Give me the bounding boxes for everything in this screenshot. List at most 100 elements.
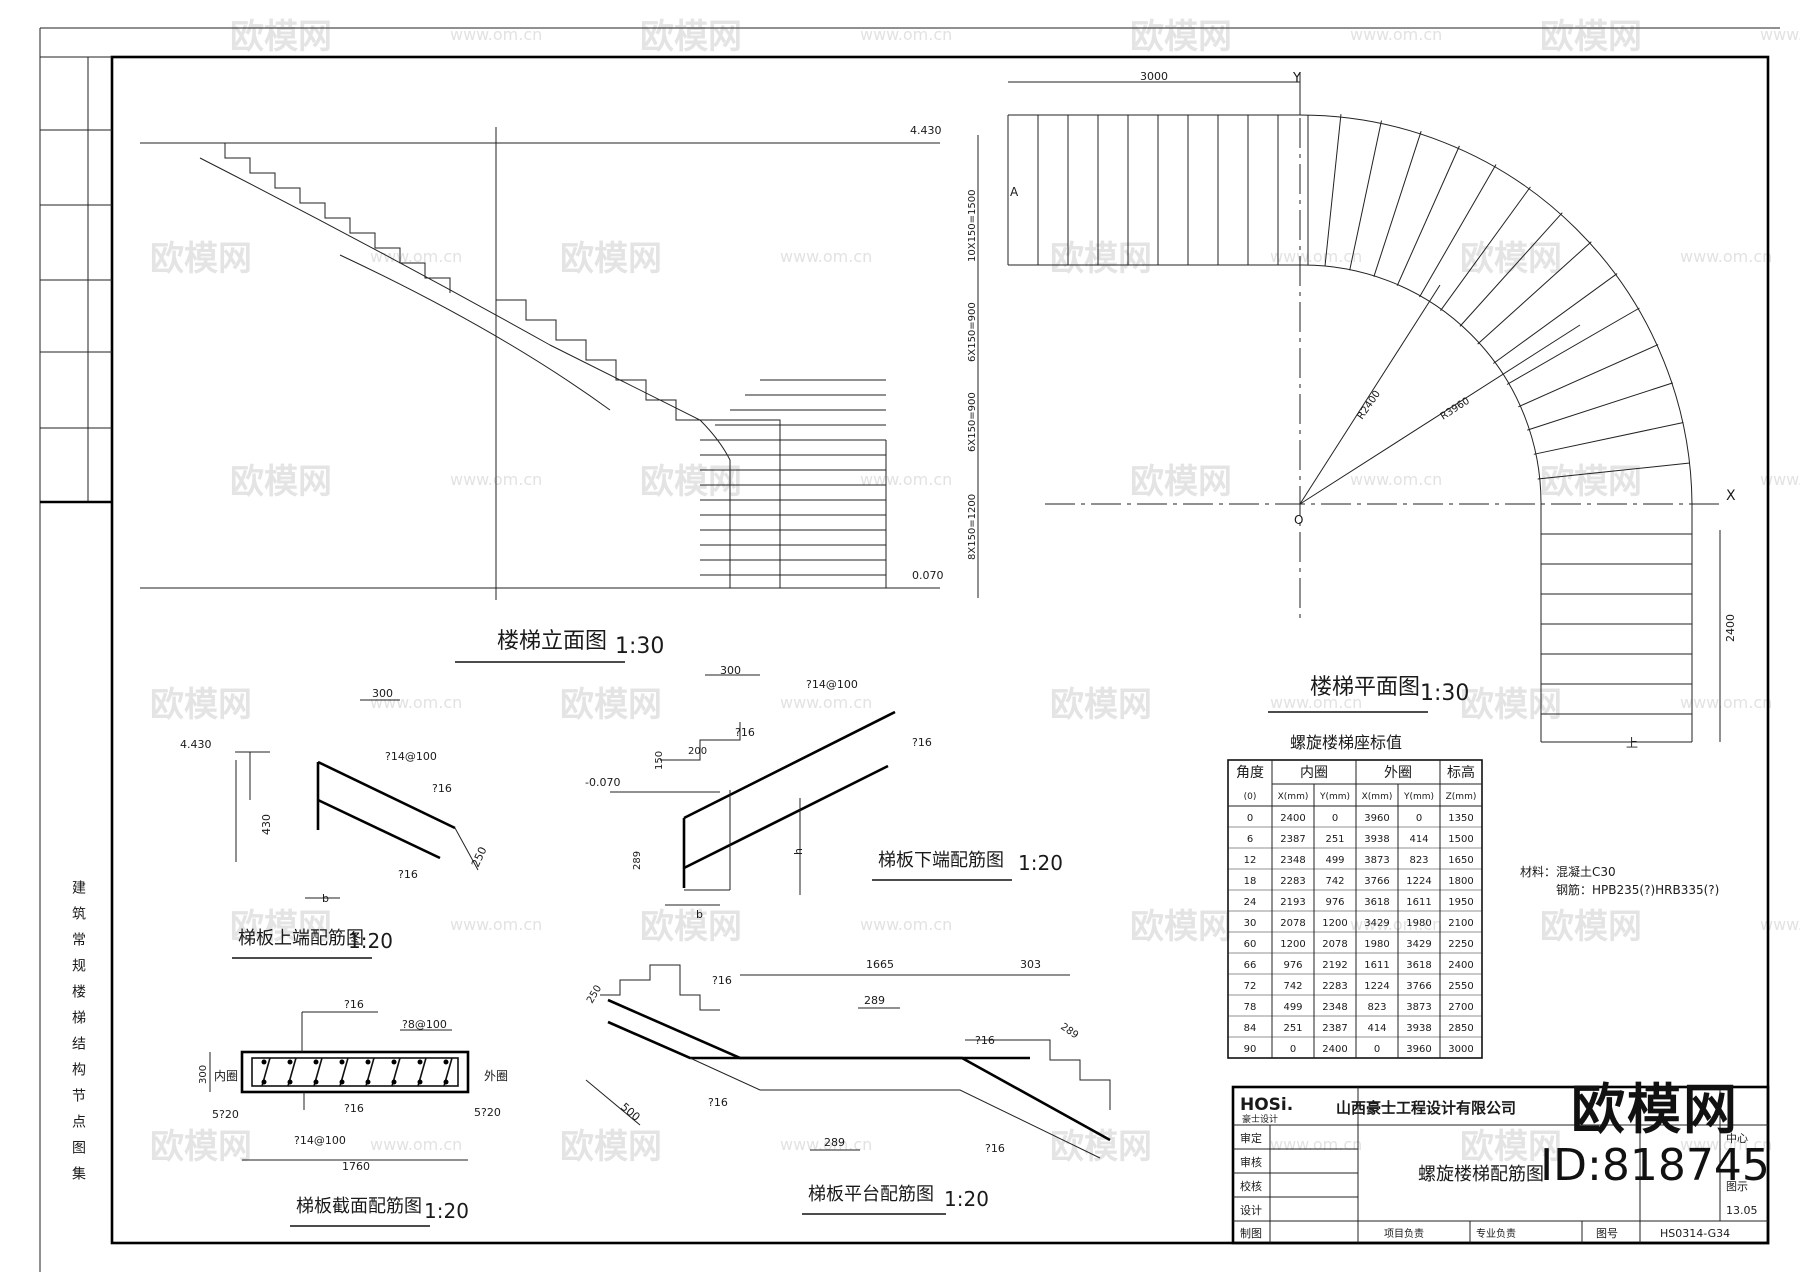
plan-radial-line xyxy=(1373,131,1422,277)
coord-table-cell: 24 xyxy=(1244,897,1257,908)
coord-table-cell: 2550 xyxy=(1448,981,1473,992)
footer-3: 图号 xyxy=(1596,1227,1618,1240)
watermark-url-text: www.om.cn xyxy=(860,25,952,44)
coord-table-cell: 3960 xyxy=(1406,1044,1431,1055)
watermark-brand-text: 欧模网 xyxy=(1540,462,1642,502)
coord-table-cell: 0 xyxy=(1332,813,1338,824)
lower-label-2: ?16 xyxy=(735,726,755,739)
coord-table-cell: 1800 xyxy=(1448,876,1473,887)
lower-level: -0.070 xyxy=(585,776,620,789)
plan-radial-line xyxy=(1477,241,1592,345)
platform-dim-289a: 289 xyxy=(864,994,885,1007)
platform-title: 梯板平台配筋图 xyxy=(808,1184,934,1205)
watermark-brand-text: 欧模网 xyxy=(1130,907,1232,947)
lower-dim-b: b xyxy=(696,908,703,921)
lower-title: 梯板下端配筋图 xyxy=(878,850,1004,871)
watermark-url-text: www.om.cn xyxy=(1350,470,1442,489)
upper-dim-430: 430 xyxy=(260,814,273,835)
watermark-url-text: www.om.cn xyxy=(1270,247,1362,266)
watermark-brand-text: 欧模网 xyxy=(640,907,742,947)
side-2: 图示 xyxy=(1726,1180,1748,1193)
coord-table-group-header: 内圈 xyxy=(1300,765,1328,781)
coord-table-cell: 6 xyxy=(1247,834,1253,845)
upper-end-detail xyxy=(235,699,479,899)
coord-table-cell: 2348 xyxy=(1280,855,1305,866)
coord-table-sub-header: (0) xyxy=(1244,792,1257,802)
rebar-dot xyxy=(313,1059,319,1065)
platform-scale: 1:20 xyxy=(944,1187,989,1211)
watermark-brand-text: 欧模网 xyxy=(150,685,252,725)
plan-radial-line xyxy=(1533,422,1684,455)
plan-label-a: A xyxy=(1010,185,1019,199)
coord-table-cell: 3429 xyxy=(1364,918,1389,929)
coord-table-cell: 60 xyxy=(1244,939,1257,950)
platform-label-3: ?16 xyxy=(708,1096,728,1109)
watermark-url-text: www.om.cn xyxy=(370,1135,462,1154)
plan-radial-line xyxy=(1440,186,1531,311)
section-label-6: ?14@100 xyxy=(294,1134,346,1147)
watermark-brand-text: 欧模网 xyxy=(230,17,332,57)
platform-dim-500: 500 xyxy=(618,1100,642,1123)
section-label-1: ?16 xyxy=(344,998,364,1011)
coord-table-cell: 18 xyxy=(1244,876,1257,887)
company-logo: HOSi. xyxy=(1240,1095,1293,1115)
rebar-dot xyxy=(339,1059,345,1065)
coord-table-cell: 251 xyxy=(1283,1023,1302,1034)
coord-table-cell: 1224 xyxy=(1406,876,1431,887)
platform-dim-250: 250 xyxy=(585,983,604,1005)
rebar-dot xyxy=(365,1079,371,1085)
elevation-title: 楼梯立面图 xyxy=(497,629,607,654)
coord-table-cell: 2078 xyxy=(1322,939,1347,950)
coord-table-cell: 30 xyxy=(1244,918,1257,929)
coord-table-cell: 2193 xyxy=(1280,897,1305,908)
coord-table-cell: 823 xyxy=(1409,855,1428,866)
plan-scale: 1:30 xyxy=(1420,681,1469,706)
coord-table-cell: 1224 xyxy=(1364,981,1389,992)
coord-table-cell: 2100 xyxy=(1448,918,1473,929)
coord-table-cell: 3429 xyxy=(1406,939,1431,950)
rebar-dot xyxy=(287,1079,293,1085)
coord-table-cell: 3618 xyxy=(1364,897,1389,908)
coord-table-cell: 2387 xyxy=(1280,834,1305,845)
watermark-brand-text: 欧模网 xyxy=(560,239,662,279)
material-line-2: 钢筋：HPB235(?)HRB335(?) xyxy=(1556,882,1719,897)
lower-scale: 1:20 xyxy=(1018,851,1063,875)
coord-table-cell: 823 xyxy=(1367,1002,1386,1013)
upper-level: 4.430 xyxy=(180,738,212,751)
coord-table-cell: 2192 xyxy=(1322,960,1347,971)
coord-table-sub-header: X(mm) xyxy=(1278,792,1309,802)
rebar-dot xyxy=(261,1059,267,1065)
coord-table-cell: 742 xyxy=(1325,876,1344,887)
plan-radial-line xyxy=(1459,212,1563,327)
rebar-dot xyxy=(417,1059,423,1065)
coord-table-cell: 1611 xyxy=(1406,897,1431,908)
coord-table-group-header: 外圈 xyxy=(1384,765,1412,781)
role-1: 审定 xyxy=(1240,1131,1262,1145)
coord-table-group-header: 角度 xyxy=(1236,765,1264,781)
watermark-url-text: www.om.cn xyxy=(1760,25,1800,44)
watermark-badge: 欧模网 ID:818745 xyxy=(1510,1080,1800,1192)
company-logo-sub: 豪士设计 xyxy=(1242,1113,1278,1125)
coord-table-cell: 2700 xyxy=(1448,1002,1473,1013)
coord-table-cell: 3766 xyxy=(1364,876,1389,887)
elev-dim-2: 6X150=900 xyxy=(967,302,978,362)
elev-dim-1: 10X150=1500 xyxy=(967,190,978,263)
coord-table-cell: 1200 xyxy=(1322,918,1347,929)
upper-dim-300: 300 xyxy=(372,687,393,700)
watermark-brand-text: 欧模网 xyxy=(1460,685,1562,725)
watermark-brand-text: 欧模网 xyxy=(560,1127,662,1167)
watermark-url-text: www.om.cn xyxy=(780,693,872,712)
coord-table-cell: 414 xyxy=(1409,834,1428,845)
coord-table-cell: 0 xyxy=(1290,1044,1296,1055)
role-5: 制图 xyxy=(1240,1227,1262,1240)
coord-table-cell: 66 xyxy=(1244,960,1257,971)
coord-table-cell: 3938 xyxy=(1406,1023,1431,1034)
upper-dim-250: 250 xyxy=(469,845,490,870)
rebar-dot xyxy=(313,1079,319,1085)
watermark-url-text: www.om.cn xyxy=(1760,915,1800,934)
plan-axis-x: X xyxy=(1726,488,1736,504)
watermark-brand-text: 欧模网 xyxy=(1540,907,1642,947)
plan-dim-right: 2400 xyxy=(1724,614,1737,642)
section-label-3: ?16 xyxy=(344,1102,364,1115)
